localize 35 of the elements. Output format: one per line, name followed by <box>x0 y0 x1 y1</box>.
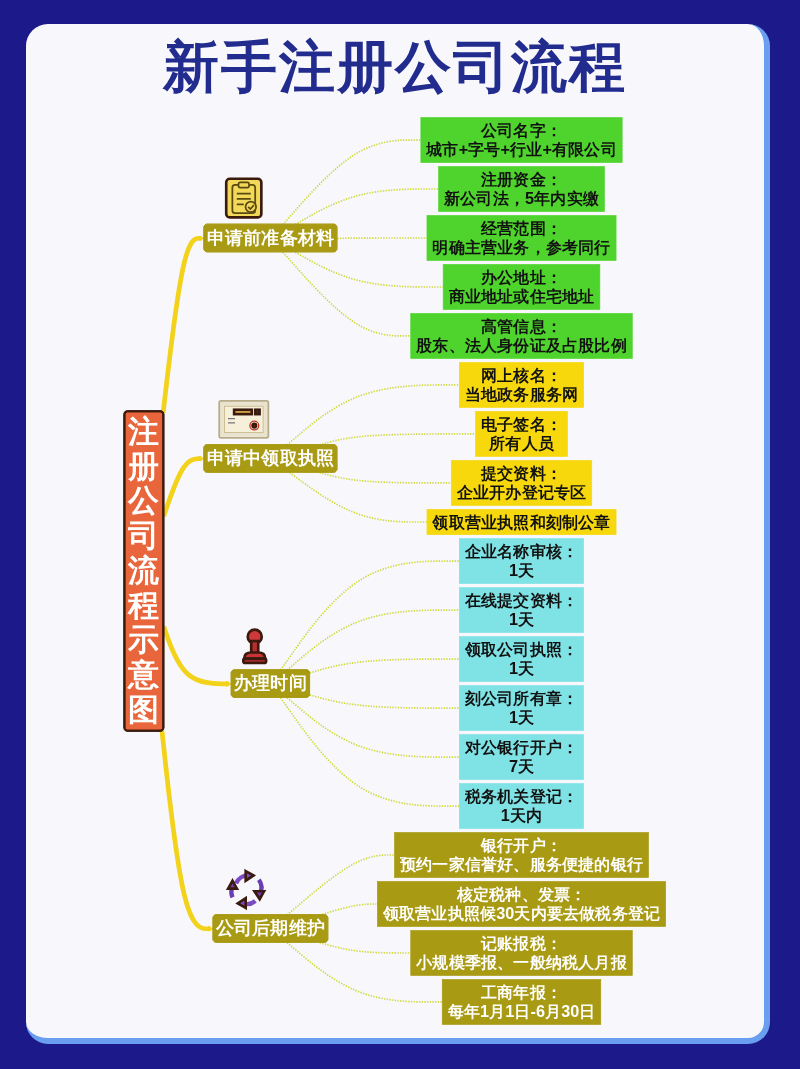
node-box: 记账报税： 小规模季报、一般纳税人月报 <box>410 930 633 976</box>
connector <box>282 251 412 337</box>
node-box: 银行开户： 预约一家信誉好、服务便捷的银行 <box>394 832 649 878</box>
connector <box>286 384 461 446</box>
node-box: 对公银行开户： 7天 <box>459 734 584 780</box>
node-box: 注册资金： 新公司法，5年内实缴 <box>438 166 605 212</box>
node-box: 经营范围： 明确主营业务，参考同行 <box>426 215 617 261</box>
connector <box>294 251 445 288</box>
connector <box>286 941 444 1003</box>
node-box: 网上核名： 当地政务服务网 <box>459 362 584 408</box>
node-box: 领取公司执照： 1天 <box>459 636 584 682</box>
node-box: 核定税种、发票： 领取营业执照候30天内要去做税务登记 <box>377 881 666 927</box>
connector <box>279 696 461 807</box>
node-box: 提交资料： 企业开办登记专区 <box>450 460 593 506</box>
connector <box>286 854 396 916</box>
node-box: 在线提交资料： 1天 <box>459 587 584 633</box>
connector <box>294 188 440 226</box>
title: 新手注册公司流程 <box>161 34 628 100</box>
node-box: 税务机关登记： 1天内 <box>459 783 584 829</box>
node-box: 刻公司所有章： 1天 <box>459 685 584 731</box>
node-box: 工商年报： 每年1月1日-6月30日 <box>441 979 602 1025</box>
node-box: 办公地址： 商业地址或住宅地址 <box>442 264 601 310</box>
node-box: 电子签名： 所有人员 <box>475 411 568 457</box>
node-box: 企业名称审核： 1天 <box>459 538 584 584</box>
node-box: 公司名字： 城市+字号+行业+有限公司 <box>420 117 623 163</box>
connector <box>286 696 461 758</box>
connector <box>309 694 461 709</box>
arrow <box>159 730 214 932</box>
node-box: 领取营业执照和刻制公章 <box>426 509 617 535</box>
arrow <box>160 235 205 414</box>
connector <box>286 609 461 671</box>
connector <box>336 237 428 240</box>
connector <box>279 560 461 671</box>
node-box: 高管信息： 股东、法人身份证及占股比例 <box>410 313 633 359</box>
connector <box>309 658 461 674</box>
